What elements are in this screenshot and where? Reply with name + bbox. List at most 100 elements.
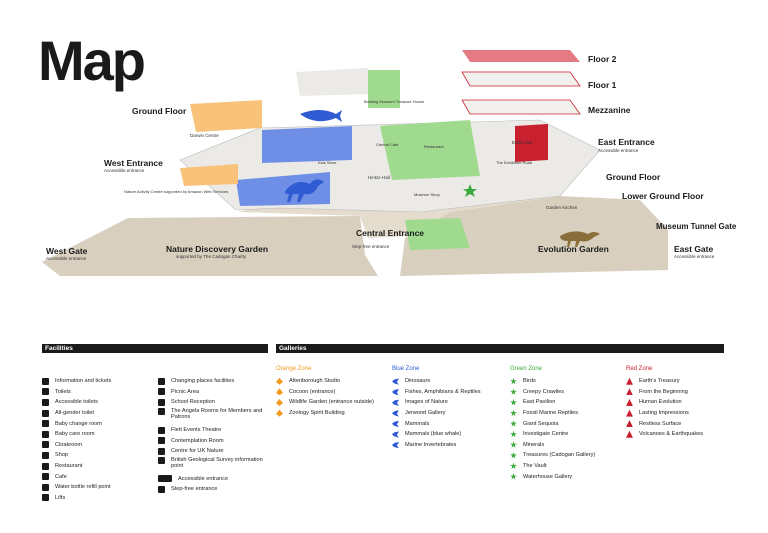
gallery-item[interactable]: Mammals (392, 418, 481, 429)
gallery-item[interactable]: The Vault (510, 461, 595, 472)
gallery-item[interactable]: Creepy Crawlies (510, 387, 595, 398)
blue-zone-icon (392, 389, 399, 396)
nature-discovery-garden-label: Nature Discovery Garden (166, 244, 268, 254)
facility-item: The Angela Rooms for Members and Patrons (158, 407, 270, 425)
building-museum-treasure-label: Building Museum Treasure House (364, 99, 425, 104)
orange-zone-icon (276, 388, 283, 396)
restaurant-icon (42, 462, 49, 470)
east-gate-label[interactable]: East Gate (674, 244, 713, 254)
toilet-icon (42, 388, 49, 396)
green-zone-icon (510, 451, 517, 459)
facilities-header: Facilities (42, 344, 268, 353)
geological-survey-icon (158, 456, 165, 464)
baby-care-icon (42, 430, 49, 438)
gallery-item[interactable]: From the Beginning (626, 387, 703, 398)
contemplation-icon (158, 437, 165, 445)
central-entrance-sub: Step-free entrance (352, 244, 390, 249)
gallery-item[interactable]: Cocoon (entrance) (276, 387, 374, 398)
gallery-item[interactable]: Investigate Centre (510, 429, 595, 440)
evolution-dinosaur-icon (560, 231, 600, 247)
orange-zone-icon (276, 377, 283, 385)
nature-discovery-garden-area[interactable] (42, 216, 378, 276)
gallery-item[interactable]: Zoology Spirit Building (276, 408, 374, 419)
gallery-item[interactable]: Human Evolution (626, 397, 703, 408)
facility-item: Accessible entrance (158, 474, 270, 485)
red-zone-list: Red Zone Earth's Treasury From the Begin… (626, 366, 703, 440)
blue-zone-list: Blue Zone Dinosaurs Fishes, Amphibians &… (392, 366, 481, 450)
gallery-item[interactable]: Marine Invertebrates (392, 440, 481, 451)
east-entrance-label[interactable]: East Entrance (598, 137, 655, 147)
orange-zone-icon (276, 398, 283, 406)
picnic-icon (158, 388, 165, 396)
gallery-item[interactable]: Mammals (blue whale) (392, 429, 481, 440)
gallery-item[interactable]: Earth's Treasury (626, 376, 703, 387)
gallery-item[interactable]: Waterhouse Gallery (510, 471, 595, 482)
ground-floor-right-label: Ground Floor (606, 172, 661, 182)
gallery-item[interactable]: East Pavilion (510, 397, 595, 408)
gallery-item[interactable]: Restless Surface (626, 418, 703, 429)
gallery-item[interactable]: Attenborough Studio (276, 376, 374, 387)
central-entrance-label[interactable]: Central Entrance (356, 228, 424, 238)
blue-zone-mammals[interactable] (262, 126, 352, 163)
green-zone-central[interactable] (380, 120, 480, 180)
star-icon (463, 184, 477, 197)
ground-floor-left-label: Ground Floor (132, 106, 187, 116)
gallery-item[interactable]: Wildlife Garden (entrance outside) (276, 397, 374, 408)
evolution-garden-label: Evolution Garden (538, 244, 609, 254)
facility-item: Baby care room (42, 429, 111, 440)
gallery-item[interactable]: Volcanoes & Earthquakes (626, 429, 703, 440)
gallery-item[interactable]: Birds (510, 376, 595, 387)
cloakroom-icon (42, 441, 49, 449)
nature-discovery-garden-sub: supported by The Cadogan Charity (176, 254, 247, 259)
gallery-item[interactable]: Dinosaurs (392, 376, 481, 387)
orange-zone-darwin-centre[interactable] (190, 100, 262, 132)
floor1-label: Floor 1 (588, 80, 617, 90)
accessible-entrance-icon (158, 475, 172, 483)
green-zone-icon (510, 462, 517, 469)
gallery-item[interactable]: Images of Nature (392, 397, 481, 408)
baby-change-icon (42, 420, 49, 428)
west-gate-sub: Accessible entrance (46, 256, 87, 261)
facility-item: Restaurant (42, 461, 111, 472)
gallery-item[interactable]: Treasures (Cadogan Gallery) (510, 450, 595, 461)
museum-shop-label: Museum Shop (414, 192, 441, 197)
red-zone-icon (626, 377, 633, 385)
red-zone-earth-hall[interactable] (515, 124, 548, 162)
east-entrance-sub: Accessible entrance (598, 148, 639, 153)
green-zone-lower[interactable] (405, 218, 470, 250)
blue-zone-icon (392, 399, 399, 406)
orange-zone-title: Orange Zone (276, 366, 312, 372)
museum-tunnel-gate-label[interactable]: Museum Tunnel Gate (656, 222, 737, 231)
green-zone-icon (510, 441, 517, 448)
uk-nature-icon (158, 447, 165, 455)
west-entrance-label[interactable]: West Entrance (104, 158, 163, 168)
facility-item: Flett Events Theatre (158, 425, 270, 436)
kids-store-label: Kids Store (318, 160, 337, 165)
green-zone-tower[interactable] (368, 70, 400, 108)
red-zone-title: Red Zone (626, 366, 653, 372)
earth-hall-label: Earth Hall (512, 140, 532, 145)
gallery-item[interactable]: Jerwood Gallery (392, 408, 481, 419)
gallery-item[interactable]: Fossil Marine Reptiles (510, 408, 595, 419)
red-zone-floor2[interactable] (462, 50, 580, 62)
facility-item: Toilets (42, 387, 111, 398)
step-free-icon (158, 485, 165, 493)
facility-item: School Reception (158, 397, 270, 408)
facility-item: Cloakroom (42, 440, 111, 451)
red-zone-icon (626, 430, 633, 438)
blue-zone-title: Blue Zone (392, 366, 420, 372)
accessible-toilet-icon (42, 398, 49, 406)
gallery-item[interactable]: Minerals (510, 440, 595, 451)
red-zone-icon (626, 420, 633, 428)
blue-zone-dinosaurs[interactable] (236, 172, 330, 206)
west-gate-label[interactable]: West Gate (46, 246, 88, 256)
gallery-item[interactable]: Giant Sequoia (510, 418, 595, 429)
west-entrance-sub: Accessible entrance (104, 168, 145, 173)
orange-zone-west-block[interactable] (180, 164, 238, 186)
gallery-item[interactable]: Fishes, Amphibians & Reptiles (392, 387, 481, 398)
gallery-item[interactable]: Lasting Impressions (626, 408, 703, 419)
evolution-garden-area[interactable] (400, 196, 668, 276)
facility-item: Changing places facilities (158, 376, 270, 387)
shop-icon (42, 451, 49, 459)
facility-item: Cafe (42, 471, 111, 482)
